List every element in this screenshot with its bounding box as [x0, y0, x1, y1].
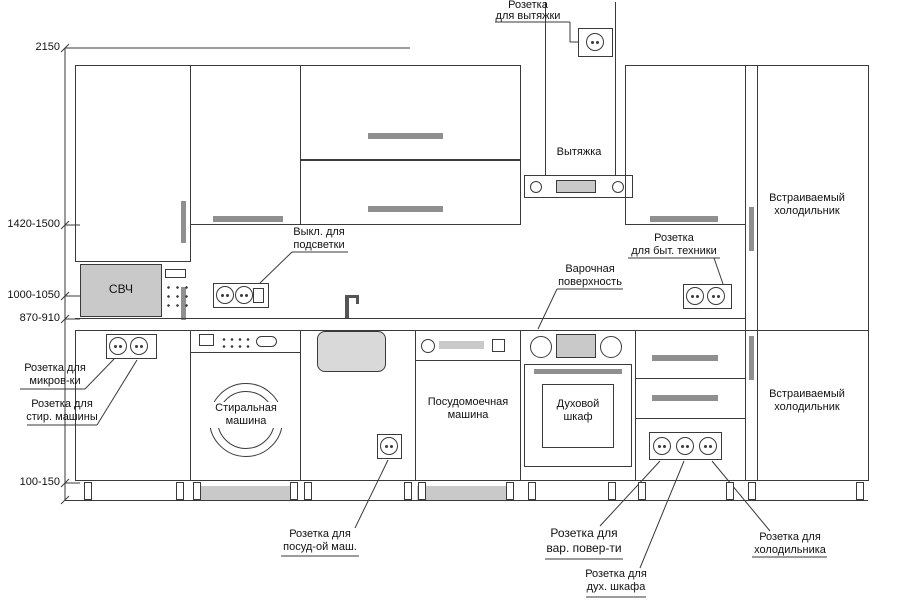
hood-lamp-left — [530, 181, 542, 193]
leg — [726, 482, 734, 500]
leg — [290, 482, 298, 500]
drawer-handle-2 — [652, 395, 718, 401]
microwave-body — [80, 264, 162, 317]
cooktop-socket-icon — [653, 437, 671, 455]
duct-left-line — [545, 2, 546, 175]
dishwasher-socket-callout: Розетка для посуд-ой маш. — [283, 528, 357, 553]
washer-label: Стиральная машина — [196, 402, 296, 428]
faucet-spout — [345, 295, 359, 298]
floor-line — [65, 500, 868, 501]
countertop-top-line — [75, 318, 746, 319]
fridge-socket-callout: Розетка для холодильника — [754, 531, 826, 556]
oven-socket-icon — [676, 437, 694, 455]
dim-countertop-level: 870-910 — [19, 312, 60, 324]
appliance-socket-2 — [707, 287, 725, 305]
upper-cabinet-wide-bottom — [300, 160, 521, 225]
plinth-dishwasher — [417, 486, 509, 500]
washer-drawer — [199, 334, 214, 346]
leg — [748, 482, 756, 500]
switch-socket-1 — [216, 286, 234, 304]
dishwasher-socket-icon — [380, 437, 398, 455]
drawer-unit — [635, 330, 746, 481]
leg — [304, 482, 312, 500]
fridge-divider-line — [746, 330, 868, 331]
light-switch-key — [253, 288, 264, 303]
appliance-socket-callout: Розетка для быт. техники — [631, 232, 717, 257]
dishwasher-display — [439, 341, 484, 349]
burner-right — [600, 336, 622, 358]
dishwasher-panel-line — [416, 360, 521, 361]
hood-socket-callout: Розетка для вытяжки — [495, 0, 561, 22]
leg — [856, 482, 864, 500]
drawer-divider-1 — [636, 378, 745, 379]
cooktop-callout: Варочная поверхность — [558, 263, 622, 288]
drawer-handle-1 — [652, 355, 718, 361]
dim-upper-cabinets: 1420-1500 — [7, 218, 60, 230]
hood-lamp-right — [612, 181, 624, 193]
washer-knob — [256, 336, 277, 347]
tall-cabinet-handle-upper — [181, 201, 186, 243]
fridge-cabinet — [745, 65, 869, 481]
cooktop-panel — [556, 334, 596, 358]
washer-panel-line — [191, 352, 300, 353]
plinth-washer — [195, 486, 298, 500]
leg — [84, 482, 92, 500]
microwave-socket-icon — [109, 337, 127, 355]
upper-cabinet-wide-top — [300, 65, 521, 160]
leg — [176, 482, 184, 500]
oven-label: Духовой шкаф — [556, 398, 600, 423]
oven-socket-callout: Розетка для дух. шкафа — [585, 568, 647, 593]
dim-plinth-level: 100-150 — [19, 476, 60, 488]
washer-buttons — [220, 336, 252, 350]
wide-cabinet-handle-bottom — [368, 206, 443, 212]
dim-total-height: 2150 — [35, 41, 60, 53]
cabinet2-handle — [213, 216, 283, 222]
washer-socket-callout: Розетка для стир. машины — [26, 398, 98, 423]
leg — [404, 482, 412, 500]
dishwasher-button — [492, 339, 505, 352]
microwave-buttons — [164, 283, 190, 310]
duct-right-line — [615, 2, 616, 175]
dishwasher-label: Посудомоечная машина — [427, 396, 509, 421]
fridge-inner-line — [757, 66, 758, 480]
switch-socket-2 — [235, 286, 253, 304]
microwave-socket-callout: Розетка для микров-ки — [24, 362, 86, 387]
microwave-label: СВЧ — [108, 282, 134, 296]
leg — [608, 482, 616, 500]
fridge-label-lower: Встраиваемый холодильник — [769, 388, 845, 413]
burner-left — [530, 336, 552, 358]
leg — [638, 482, 646, 500]
upper-cabinet-right — [625, 65, 746, 225]
microwave-display — [165, 269, 186, 278]
oven-handle — [534, 369, 622, 374]
faucet-column — [345, 297, 349, 319]
cooktop-socket-callout: Розетка для вар. повер-ти — [546, 526, 622, 555]
fridge-handle-lower — [749, 336, 754, 380]
fridge-label-upper: Встраиваемый холодильник — [769, 192, 845, 217]
drawer-divider-2 — [636, 418, 745, 419]
fridge-handle-upper — [749, 207, 754, 251]
oven-window — [542, 384, 614, 448]
fridge-socket-icon — [699, 437, 717, 455]
hood-display — [556, 180, 596, 193]
faucet-tip — [356, 295, 359, 304]
dim-switch-level: 1000-1050 — [7, 289, 60, 301]
sink-basin — [317, 331, 386, 372]
appliance-socket-1 — [686, 287, 704, 305]
wide-cabinet-handle-top — [368, 133, 443, 139]
right-cabinet-handle — [650, 216, 718, 222]
leg — [528, 482, 536, 500]
washer-socket-icon — [130, 337, 148, 355]
light-switch-callout: Выкл. для подсветки — [293, 226, 345, 251]
hood-body — [524, 175, 633, 198]
hood-label: Вытяжка — [556, 146, 602, 158]
oven-body — [524, 364, 632, 467]
leg — [418, 482, 426, 500]
leg — [193, 482, 201, 500]
upper-cabinet-left — [75, 65, 191, 262]
leg — [506, 482, 514, 500]
dishwasher-knob — [421, 339, 435, 353]
hood-socket-icon — [586, 33, 604, 51]
upper-cabinet-2 — [190, 65, 301, 225]
